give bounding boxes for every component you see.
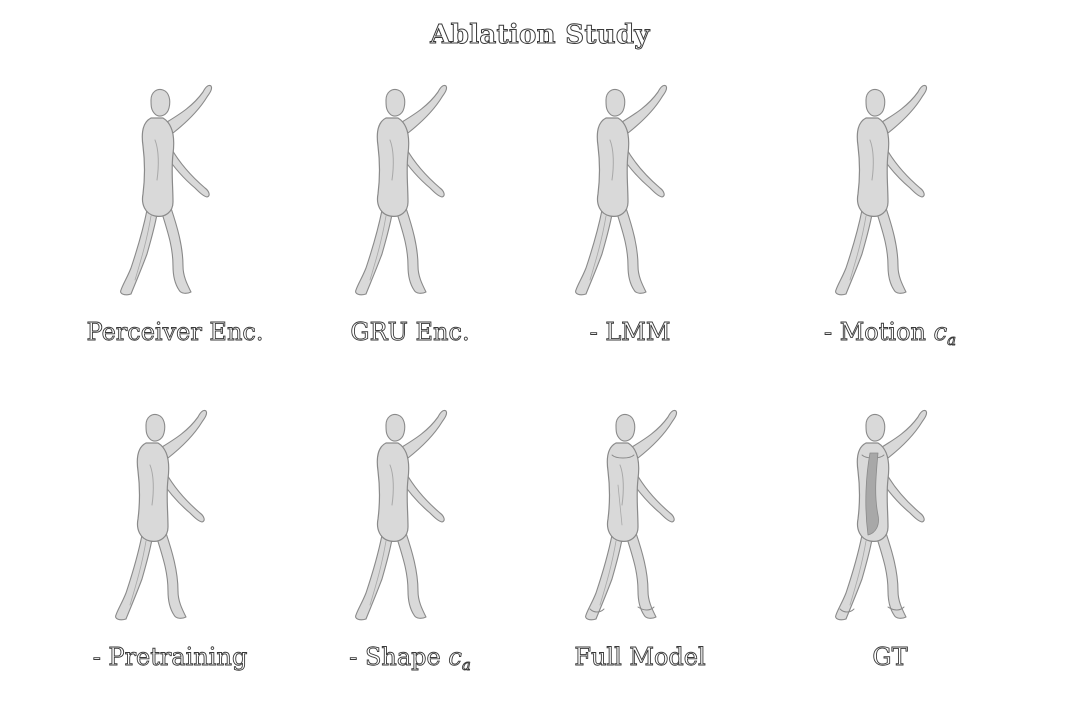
body-mesh xyxy=(835,409,928,621)
human-mesh-figure xyxy=(585,409,678,621)
figure-title: Ablation Study xyxy=(430,20,650,51)
body-mesh xyxy=(835,84,928,296)
panel-caption: GT xyxy=(872,643,908,672)
body-mesh xyxy=(115,409,208,621)
panel-caption: Perceiver Enc. xyxy=(86,318,264,347)
body-mesh xyxy=(355,84,448,296)
panel-caption: - Motion ca xyxy=(823,318,957,350)
panel-caption: GRU Enc. xyxy=(350,318,470,347)
body-mesh xyxy=(585,409,678,621)
human-mesh-figure xyxy=(120,84,213,296)
panel-caption: - LMM xyxy=(589,318,671,347)
human-mesh-figure xyxy=(355,84,448,296)
human-mesh-figure xyxy=(115,409,208,621)
human-mesh-figure xyxy=(835,409,928,621)
human-mesh-figure xyxy=(575,84,668,296)
body-mesh xyxy=(120,84,213,296)
body-mesh xyxy=(575,84,668,296)
panel-caption: - Pretraining xyxy=(92,643,248,672)
panel-caption: - Shape ca xyxy=(349,643,471,675)
panel-caption: Full Model xyxy=(574,643,706,672)
human-mesh-figure xyxy=(835,84,928,296)
human-mesh-figure xyxy=(355,409,448,621)
body-mesh xyxy=(355,409,448,621)
